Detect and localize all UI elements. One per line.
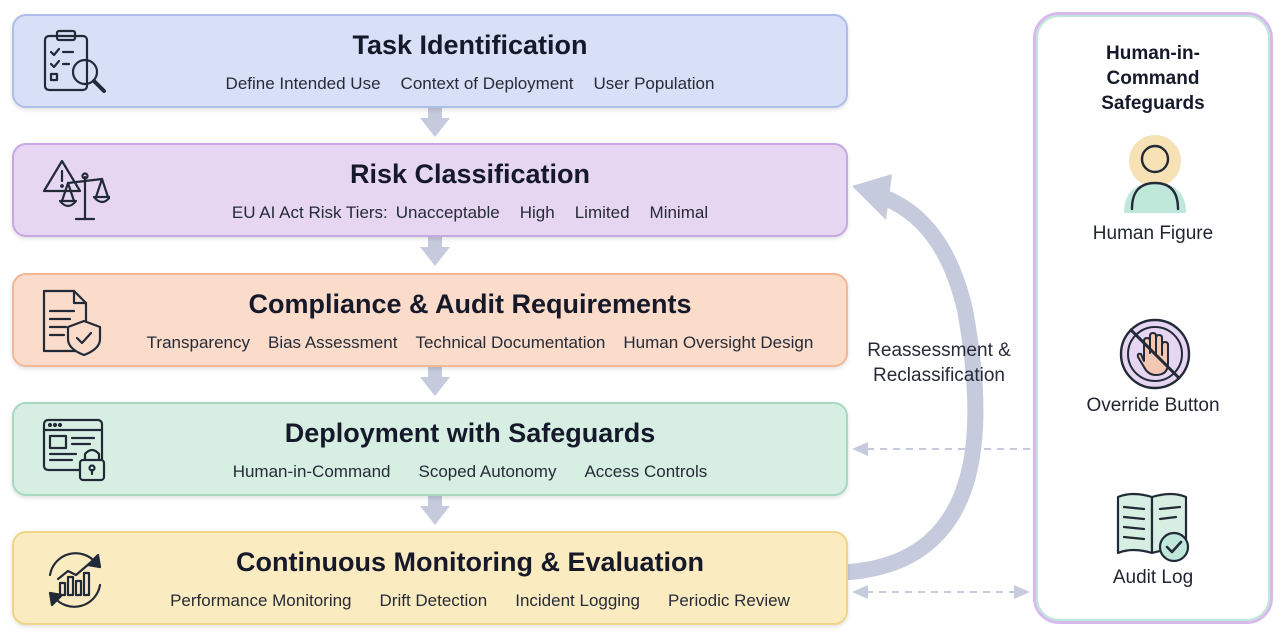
stage-item: Human Oversight Design — [623, 333, 814, 352]
stage-continuous-monitoring: Continuous Monitoring & Evaluation Perfo… — [12, 531, 848, 625]
safeguards-panel: Human-in-Command Safeguards Human Figure… — [1033, 12, 1273, 624]
browser-lock-icon — [42, 418, 106, 482]
down-arrow-2 — [420, 237, 450, 266]
stage-item: Transparency — [146, 333, 250, 352]
stage-item: Limited — [574, 203, 630, 222]
stage-items: Transparency Bias Assessment Technical D… — [114, 333, 846, 353]
panel-item-label: Override Button — [1086, 395, 1220, 416]
stage-item: Bias Assessment — [267, 333, 398, 352]
stage-title: Continuous Monitoring & Evaluation — [236, 547, 704, 577]
stage-items: EU AI Act Risk Tiers: Unacceptable High … — [94, 203, 846, 223]
stage-item: Human-in-Command — [232, 462, 391, 481]
stage-item: Scoped Autonomy — [418, 462, 557, 481]
stage-item: Context of Deployment — [400, 74, 574, 93]
stage-title: Compliance & Audit Requirements — [248, 289, 692, 319]
person-icon — [1124, 135, 1186, 213]
down-arrow-3 — [420, 367, 450, 396]
stage-item: Define Intended Use — [225, 74, 381, 93]
stage-item: Technical Documentation — [415, 333, 606, 352]
down-arrow-4 — [420, 496, 450, 525]
stage-title: Risk Classification — [349, 159, 591, 189]
book-check-icon — [1116, 492, 1190, 563]
stage-task-identification: Task Identification Define Intended Use … — [12, 14, 848, 108]
feedback-label: Reassessment & Reclassification — [867, 340, 1011, 386]
stage-deployment-safeguards: Deployment with Safeguards Human-in-Comm… — [12, 402, 848, 496]
panel-item-label: Audit Log — [1112, 567, 1194, 588]
stage-title: Deployment with Safeguards — [284, 418, 656, 448]
stage-items: Define Intended Use Context of Deploymen… — [94, 74, 846, 94]
stage-items: Human-in-Command Scoped Autonomy Access … — [94, 462, 846, 482]
checklist-magnifier-icon — [43, 29, 106, 93]
dashed-link-deployment — [852, 442, 1030, 456]
panel-item-label: Human Figure — [1092, 223, 1214, 244]
stage-item: Periodic Review — [668, 591, 790, 610]
stage-item: Access Controls — [584, 462, 708, 481]
stage-title: Task Identification — [352, 30, 588, 60]
stage-item: Incident Logging — [515, 591, 640, 610]
stage-item: High — [519, 203, 555, 222]
stage-item: Performance Monitoring — [170, 591, 352, 610]
stop-hand-icon — [1119, 318, 1191, 390]
stage-item: EU AI Act Risk Tiers: — [231, 203, 388, 222]
feedback-loop-arrow — [842, 174, 984, 580]
document-shield-icon — [42, 289, 102, 357]
stage-risk-classification: Risk Classification EU AI Act Risk Tiers… — [12, 143, 848, 237]
stage-compliance-audit: Compliance & Audit Requirements Transpar… — [12, 273, 848, 367]
stage-item: Unacceptable — [395, 203, 500, 222]
stage-item: Drift Detection — [379, 591, 488, 610]
warning-scales-icon — [42, 159, 110, 221]
down-arrow-1 — [420, 108, 450, 137]
stage-item: Minimal — [649, 203, 709, 222]
stage-item: User Population — [593, 74, 715, 93]
panel-title: Human-in-Command Safeguards — [1101, 43, 1205, 114]
dashed-link-monitoring — [852, 585, 1030, 599]
stage-items: Performance Monitoring Drift Detection I… — [114, 591, 846, 611]
cycle-chart-icon — [48, 552, 102, 608]
